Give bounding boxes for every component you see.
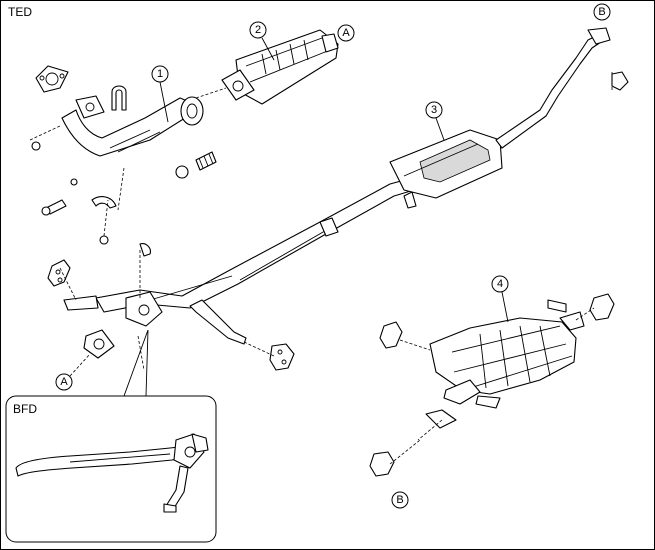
u-bolt-clamp — [111, 85, 127, 111]
leader-lines-muffler — [389, 307, 595, 465]
rubber-hangers — [47, 71, 629, 477]
callout-4: 4 — [491, 275, 509, 323]
leader-lines-front — [29, 87, 227, 237]
svg-text:B: B — [598, 6, 605, 18]
callout-ref-b-top: B — [593, 3, 611, 21]
svg-text:2: 2 — [255, 24, 261, 36]
tail-connector-pipe — [495, 27, 611, 149]
center-pipe — [63, 177, 417, 345]
svg-text:3: 3 — [431, 104, 437, 116]
inset-pointer-lines — [123, 329, 149, 397]
svg-text:B: B — [396, 494, 403, 506]
front-pipe — [61, 95, 204, 157]
callout-ref-a-bottom: A — [55, 373, 73, 391]
main-muffler — [429, 299, 585, 409]
svg-text:4: 4 — [497, 278, 503, 290]
callout-2: 2 — [249, 21, 275, 61]
gasket-muffler — [425, 409, 457, 429]
mounting-hardware-front — [31, 141, 217, 245]
svg-text:A: A — [60, 376, 68, 388]
callout-3: 3 — [425, 101, 445, 141]
catalytic-converter — [221, 29, 339, 105]
callout-ref-b-bottom: B — [391, 491, 409, 509]
variant-label-bfd: BFD — [13, 402, 37, 416]
flange-gasket-upper — [35, 65, 69, 93]
leader-lines-center — [59, 70, 613, 377]
gasket-lower-left-hole — [93, 338, 105, 350]
svg-text:A: A — [342, 27, 350, 39]
gasket-lower-left — [83, 329, 115, 359]
variant-label-ted: TED — [8, 5, 32, 19]
bfd-center-pipe — [15, 433, 209, 513]
callout-ref-a-top: A — [337, 24, 355, 42]
resonator — [389, 129, 503, 199]
svg-text:1: 1 — [157, 68, 163, 80]
callout-1: 1 — [151, 65, 169, 123]
